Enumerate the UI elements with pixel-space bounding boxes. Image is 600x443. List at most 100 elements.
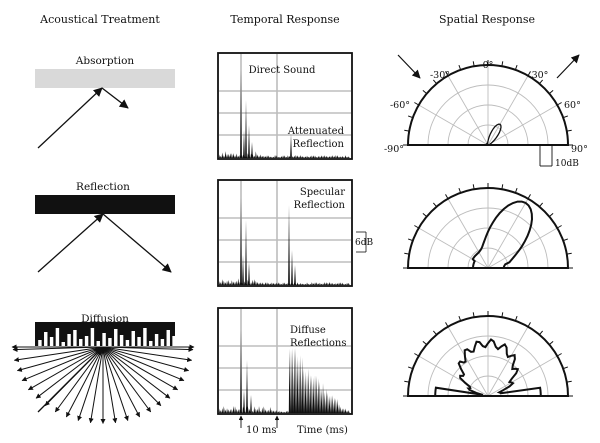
diffused-ray: [102, 346, 190, 372]
diffused-ray: [102, 346, 141, 418]
diffused-ray: [102, 346, 152, 413]
time-axis-label: Time (ms): [297, 425, 348, 436]
diffuser-well: [73, 330, 77, 346]
attenuated-reflection-ray: [101, 87, 129, 109]
specular-reflection-ray: [102, 213, 172, 273]
polar-tick: [557, 353, 562, 357]
column-title-temporal: Temporal Response: [230, 13, 339, 26]
polar-pattern: [471, 200, 534, 269]
diffused-ray: [27, 346, 104, 391]
diffuser-well: [67, 334, 71, 346]
polar-tick: [557, 102, 562, 106]
diffusion-treatment: Diffusion: [11, 313, 195, 424]
polar-spoke: [418, 355, 489, 397]
angle-label-neg90: -90°: [384, 144, 404, 155]
angle-label-0: 0°: [483, 60, 494, 71]
time-scale-bracket: [238, 415, 280, 428]
polar-spoke: [487, 355, 558, 397]
diffuser-well: [44, 332, 48, 346]
polar-tick: [407, 115, 413, 119]
diffuser-well: [125, 340, 130, 346]
diffuser-well: [172, 336, 176, 346]
angle-label-neg30: -30°: [430, 70, 450, 81]
diffused-ray: [16, 346, 104, 372]
diffuser-wells: [35, 322, 176, 346]
polar-pattern: [434, 338, 542, 397]
diffuser-well: [166, 330, 170, 346]
polar-tick: [548, 212, 554, 217]
diffuser-well: [79, 339, 83, 346]
polar-grid: [418, 188, 558, 269]
diffusion-rays: [11, 344, 195, 424]
polar-spoke: [487, 75, 529, 146]
diffuser-well: [114, 329, 118, 346]
direct-sound-label: Direct Sound: [249, 65, 316, 76]
polar-tick: [432, 79, 437, 85]
polar-frame: [403, 311, 573, 397]
diffused-ray: [65, 346, 104, 418]
polar-tick: [566, 252, 572, 255]
diffused-ray: [102, 346, 129, 422]
temporal-panel-diffusion: Diffuse Reflections 10 ms Time (ms): [217, 307, 353, 436]
polar-outline: [406, 187, 570, 269]
diffused-ray: [88, 346, 104, 424]
polar-tick: [539, 202, 544, 208]
column-title-spatial: Spatial Response: [439, 13, 535, 26]
polar-tick: [566, 380, 572, 383]
diffuser-well: [160, 339, 165, 346]
diffused-ray: [21, 346, 104, 382]
diffuser-well: [137, 337, 141, 346]
diffused-ray: [13, 346, 104, 363]
diffuser-well: [143, 328, 147, 346]
polar-tick: [445, 71, 449, 76]
polar-spoke: [487, 198, 529, 269]
polar-grid: [418, 65, 558, 146]
polar-spoke: [418, 227, 489, 269]
diffuser-well: [90, 328, 95, 346]
polar-spoke: [447, 326, 489, 397]
diffuser-well: [154, 334, 159, 346]
diffuser-well: [149, 341, 153, 346]
polar-tick: [432, 202, 437, 208]
time-scale-label: 10 ms: [246, 425, 277, 436]
diffuser-cap: [35, 322, 175, 326]
incident-ray: [37, 87, 103, 149]
incident-ray: [37, 213, 104, 273]
polar-tick: [514, 64, 518, 70]
polar-tick: [563, 238, 569, 242]
diffused-ray: [102, 346, 118, 424]
diffuser-well: [49, 337, 54, 346]
polar-plot-diffusion: [403, 311, 573, 397]
polar-tick: [557, 225, 562, 229]
specular-label-1: Specular: [300, 187, 345, 198]
diffuser-well: [119, 335, 124, 346]
diffused-ray: [102, 346, 185, 382]
angle-label-60: 60°: [564, 100, 581, 111]
reflection-label: Reflection: [76, 181, 130, 193]
polar-spoke: [487, 326, 529, 397]
reflection-treatment: Reflection: [35, 181, 175, 273]
specular-label-2: Reflection: [294, 200, 346, 211]
polar-tick: [458, 187, 462, 193]
diffuser-well: [96, 341, 100, 346]
polar-spoke: [418, 104, 489, 146]
polar-grid: [418, 316, 558, 397]
polar-tick: [422, 340, 428, 345]
polar-tick: [472, 184, 475, 190]
absorption-treatment: Absorption: [35, 55, 175, 149]
diffuse-label-1: Diffuse: [290, 325, 326, 336]
diffuser-well: [38, 340, 42, 346]
polar-tick: [458, 315, 462, 321]
reflector-panel: [35, 195, 175, 214]
polar-tick: [407, 238, 413, 242]
diffused-ray: [102, 346, 162, 406]
angle-label-90: 90°: [571, 144, 588, 155]
diffused-ray: [102, 346, 193, 363]
level-scale-bracket: [356, 231, 367, 253]
polar-tick: [563, 366, 569, 370]
polar-tick: [404, 252, 410, 255]
polar-tick: [414, 353, 419, 357]
diffuse-label-2: Reflections: [290, 338, 346, 349]
